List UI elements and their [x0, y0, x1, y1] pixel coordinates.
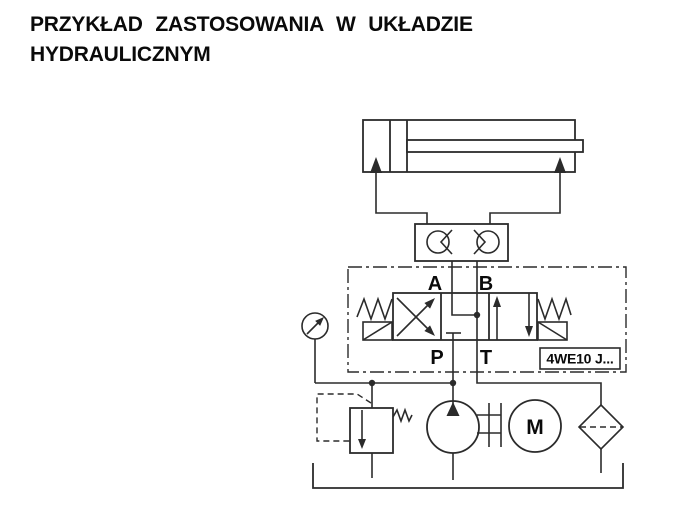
return-filter: [577, 403, 625, 473]
port-label-a: A: [428, 273, 442, 295]
port-label-p: P: [430, 347, 443, 369]
port-label-b: B: [479, 273, 493, 295]
page-title-line1: PRZYKŁAD ZASTOSOWANIA W UKŁADZIE: [30, 13, 473, 36]
junction-dot: [473, 311, 481, 319]
pressure-line: [315, 379, 457, 387]
check-valve-icon: [476, 230, 500, 254]
piston-rod: [406, 139, 584, 153]
oil-tank: [312, 463, 624, 489]
pump-outlet-arrow-icon: [446, 402, 460, 416]
valve-position-crossed: [396, 297, 435, 337]
spring-icon: [392, 407, 413, 424]
port-label-t: T: [480, 347, 492, 369]
page-title: PRZYKŁAD ZASTOSOWANIA W UKŁADZIE HYDRAUL…: [30, 10, 473, 70]
flow-arrow-icon: [370, 157, 382, 173]
spring-icon: [537, 296, 572, 322]
directional-valve-4we10j: [356, 292, 572, 383]
pressure-relief-valve: [316, 383, 413, 478]
cylinder-feed-lines: [375, 172, 561, 224]
valve-model-text: 4WE10 J...: [546, 351, 613, 367]
page-title-line2: HYDRAULICZNYM: [30, 43, 211, 66]
solenoid-icon: [537, 321, 568, 341]
hydraulic-cylinder-symbol: [362, 119, 584, 173]
spring-icon: [356, 296, 393, 322]
dual-pilot-check-valve-block: [414, 223, 509, 262]
motor-label: M: [526, 416, 544, 439]
valve-position-centre: [446, 332, 461, 383]
pressure-gauge: [301, 312, 329, 383]
pilot-line: [316, 393, 372, 442]
shaft-coupling: [477, 403, 502, 447]
gauge-needle-icon: [315, 317, 324, 326]
pump: [426, 383, 480, 480]
check-valve-icon: [426, 230, 450, 254]
valve-model-tag: 4WE10 J...: [539, 347, 621, 370]
ab-lines: [451, 261, 602, 405]
valve-position-parallel: [493, 293, 533, 340]
flow-arrow-icon: [554, 157, 566, 173]
electric-motor: M: [508, 399, 562, 453]
relief-arrow-icon: [358, 439, 366, 449]
subplate-boundary: [347, 266, 627, 373]
solenoid-icon: [362, 321, 393, 341]
